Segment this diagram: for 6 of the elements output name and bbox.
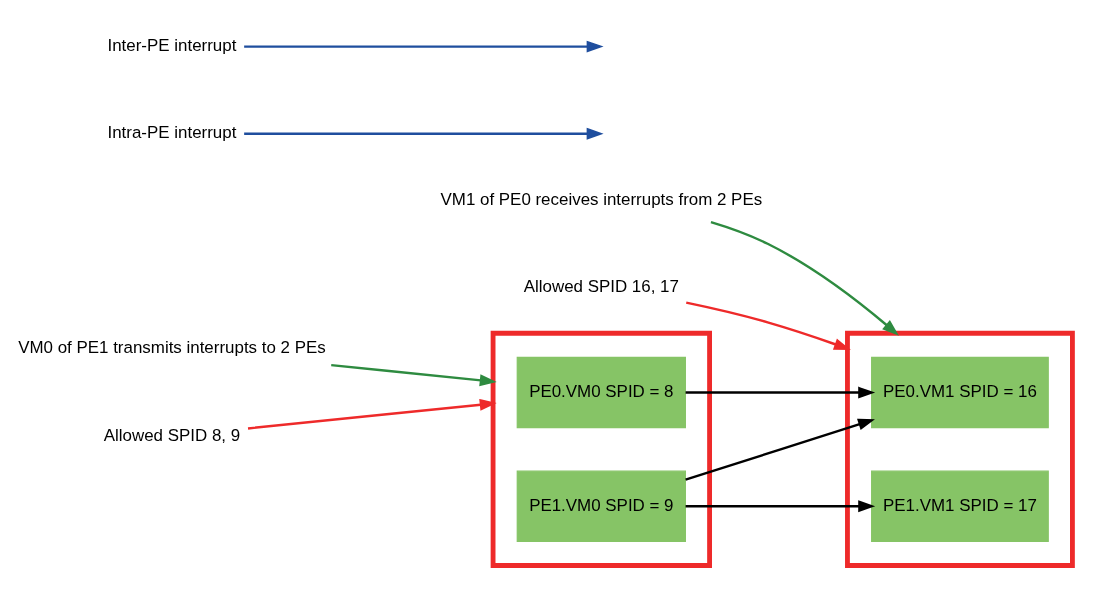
node-text: Allowed SPID 8, 9 [103,425,241,445]
node-text: VM0 of PE1 transmits interrupts to 2 PEs [18,337,326,357]
node-text: Allowed SPID 16, 17 [523,276,679,296]
node-text: Inter-PE interrupt [107,35,237,55]
node-text: VM1 of PE0 receives interrupts from 2 PEs [440,189,763,209]
node-text: Intra-PE interrupt [107,122,237,142]
